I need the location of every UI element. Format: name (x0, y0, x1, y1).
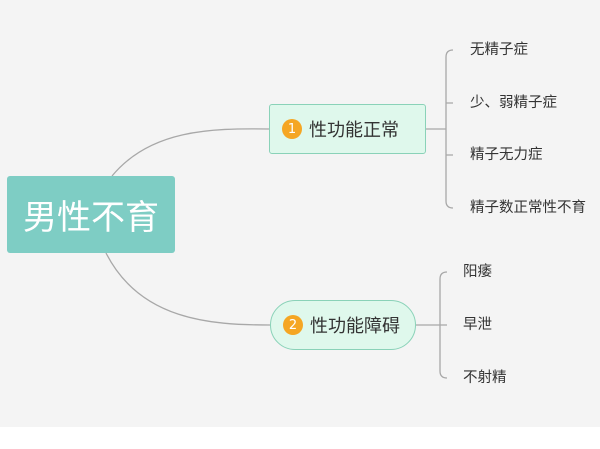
leaf-node-2-3[interactable]: 不射精 (463, 370, 507, 386)
branch-node-2[interactable]: 2 性功能障碍 (270, 300, 416, 350)
connector-root-branch-1 (111, 128, 270, 177)
leaf-node-1-1[interactable]: 无精子症 (470, 42, 528, 58)
leaf-node-1-4[interactable]: 精子数正常性不育 (470, 200, 586, 216)
connector-lines (105, 49, 454, 379)
connector-branch-1-bracket (426, 49, 454, 209)
branch-2-number-badge: 2 (283, 315, 303, 335)
connector-branch-2-bracket (416, 271, 448, 379)
branch-node-1[interactable]: 1 性功能正常 (269, 104, 426, 154)
mindmap-canvas: 男性不育 1 性功能正常 2 性功能障碍 无精子症 少、弱精子症 精子无力症 精… (0, 0, 600, 427)
branch-1-number-badge: 1 (282, 119, 302, 139)
leaf-node-2-2[interactable]: 早泄 (463, 317, 492, 333)
root-label: 男性不育 (23, 198, 159, 238)
root-node[interactable]: 男性不育 (7, 176, 175, 253)
leaf-node-1-2[interactable]: 少、弱精子症 (470, 95, 557, 111)
branch-1-label: 性功能正常 (309, 120, 399, 141)
leaf-node-1-3[interactable]: 精子无力症 (470, 147, 543, 163)
connector-root-branch-2 (105, 252, 271, 326)
leaf-node-2-1[interactable]: 阳痿 (463, 264, 492, 280)
branch-2-label: 性功能障碍 (310, 316, 400, 337)
